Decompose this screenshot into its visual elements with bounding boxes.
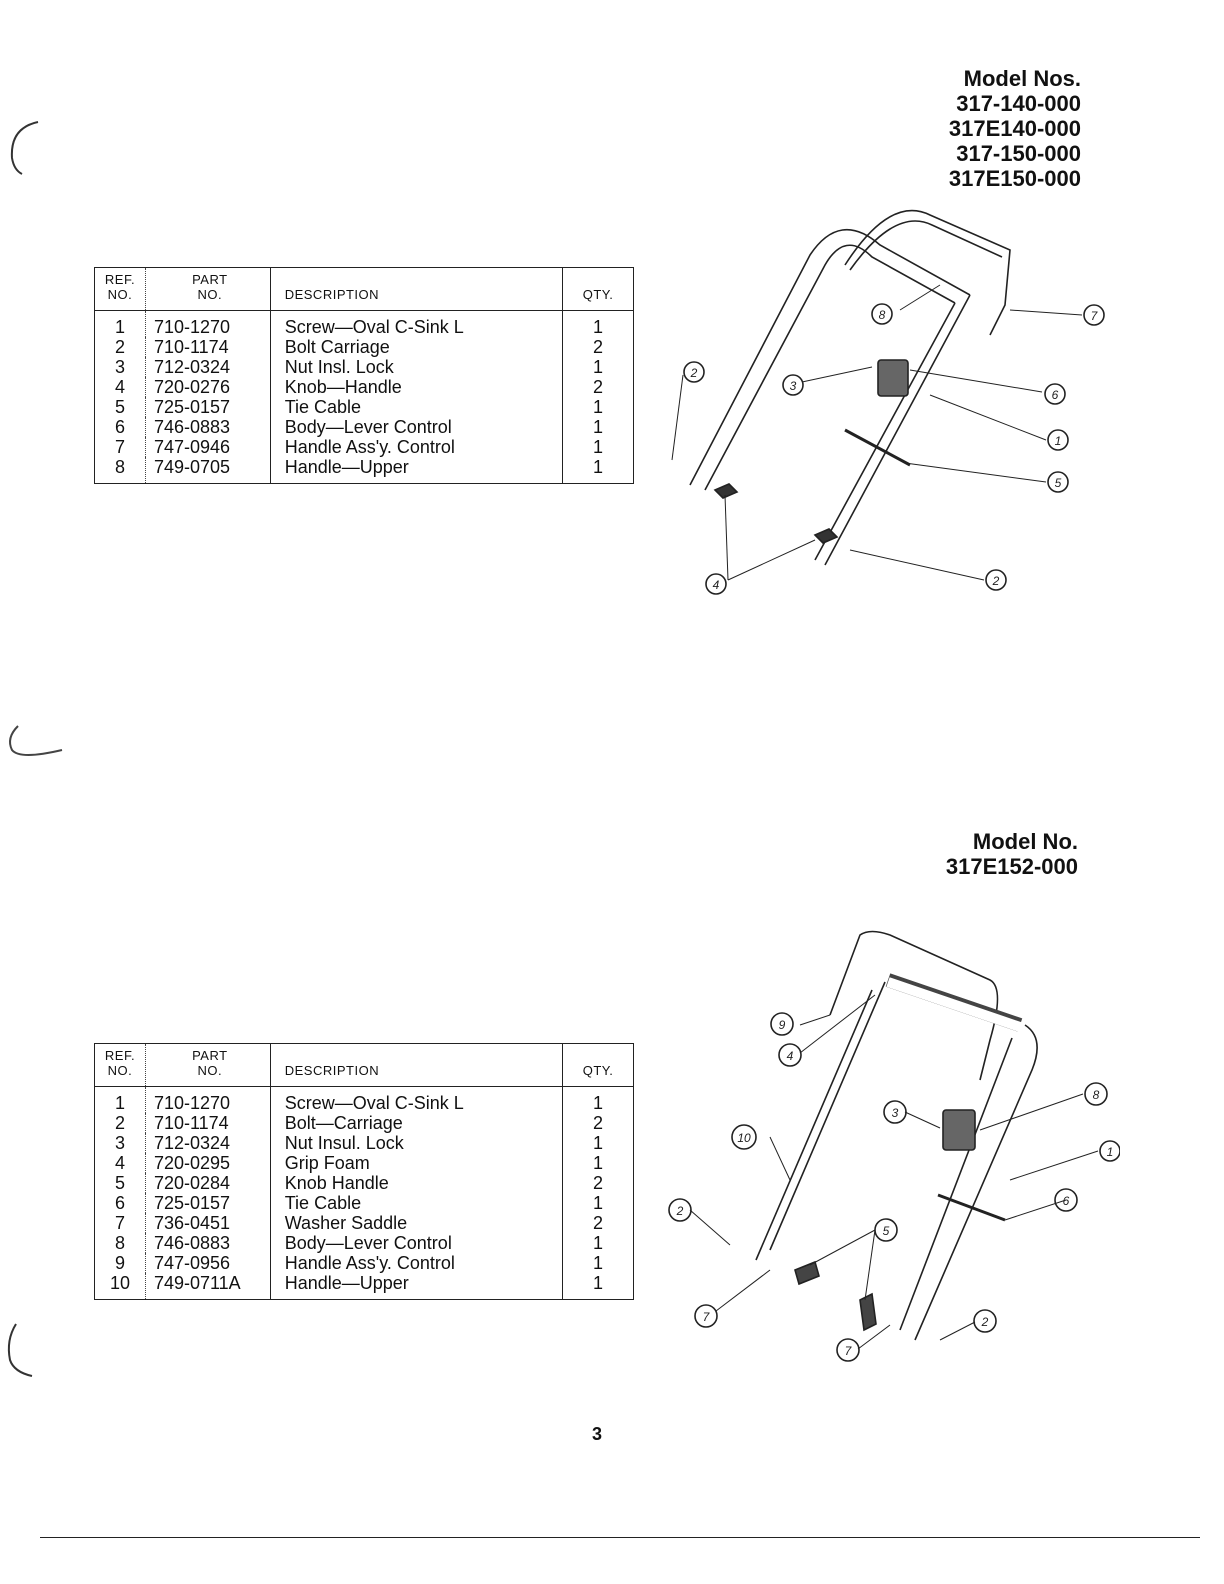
svg-text:5: 5 bbox=[1055, 476, 1062, 490]
callout: 6 bbox=[1044, 383, 1066, 405]
lever-control-body bbox=[877, 359, 909, 397]
callout: 2 bbox=[973, 1309, 997, 1333]
knob bbox=[813, 528, 839, 544]
model-number: 317E140-000 bbox=[948, 116, 1081, 141]
handle-assembly-diagram-1: 8 7 2 3 6 1 5 4 2 bbox=[671, 209, 1105, 595]
svg-text:4: 4 bbox=[787, 1049, 794, 1063]
callout: 10 bbox=[731, 1124, 757, 1150]
svg-text:6: 6 bbox=[1063, 1194, 1070, 1208]
svg-text:2: 2 bbox=[981, 1315, 989, 1329]
tie-cable bbox=[844, 428, 911, 467]
model-number: 317-140-000 bbox=[956, 91, 1081, 116]
callout: 1 bbox=[1047, 429, 1069, 451]
callout: 1 bbox=[1099, 1140, 1120, 1162]
knob bbox=[713, 483, 739, 499]
callout: 6 bbox=[1054, 1188, 1078, 1212]
knob bbox=[859, 1292, 877, 1332]
svg-text:6: 6 bbox=[1052, 388, 1059, 402]
callout: 7 bbox=[1083, 304, 1105, 326]
bottom-rule bbox=[40, 1537, 1200, 1538]
svg-text:5: 5 bbox=[883, 1224, 890, 1238]
svg-text:2: 2 bbox=[676, 1204, 684, 1218]
callout: 2 bbox=[683, 361, 705, 383]
model-number: 317E150-000 bbox=[948, 166, 1081, 191]
qty-header: QTY. bbox=[562, 267, 634, 311]
callout: 4 bbox=[778, 1043, 802, 1067]
control-handle bbox=[844, 209, 1011, 336]
binding-mark bbox=[7, 1323, 33, 1377]
callout: 2 bbox=[985, 569, 1007, 591]
description-header: DESCRIPTION bbox=[270, 267, 564, 311]
model-heading-2: Model No. 317E152-000 bbox=[946, 829, 1078, 879]
binding-mark bbox=[9, 725, 63, 756]
model-heading-1: Model Nos. 317-140-000 317E140-000 317-1… bbox=[949, 66, 1081, 191]
svg-text:4: 4 bbox=[713, 578, 720, 592]
svg-text:1: 1 bbox=[1107, 1145, 1114, 1159]
svg-text:9: 9 bbox=[779, 1018, 786, 1032]
callout: 8 bbox=[1084, 1082, 1108, 1106]
svg-text:2: 2 bbox=[992, 574, 1000, 588]
ref-no-header: REF.NO. bbox=[94, 267, 146, 311]
upper-handle-tube bbox=[769, 981, 886, 1251]
callout: 3 bbox=[883, 1100, 907, 1124]
callout: 9 bbox=[770, 1012, 794, 1036]
callout: 7 bbox=[694, 1304, 718, 1328]
svg-text:3: 3 bbox=[892, 1106, 899, 1120]
qty-header: QTY. bbox=[562, 1043, 634, 1087]
svg-text:3: 3 bbox=[790, 379, 797, 393]
model-label: Model Nos. bbox=[963, 66, 1081, 91]
svg-text:2: 2 bbox=[690, 366, 698, 380]
page-number: 3 bbox=[592, 1424, 603, 1444]
model-number: 317E152-000 bbox=[945, 854, 1078, 879]
knob bbox=[794, 1260, 820, 1286]
callout: 7 bbox=[836, 1338, 860, 1362]
callout: 5 bbox=[874, 1218, 898, 1242]
model-label: Model No. bbox=[972, 829, 1078, 854]
ref-no-header: REF.NO. bbox=[94, 1043, 146, 1087]
callout: 4 bbox=[705, 573, 727, 595]
model-number: 317-150-000 bbox=[956, 141, 1081, 166]
svg-text:1: 1 bbox=[1055, 434, 1062, 448]
handle-assembly-diagram-2: 9 4 8 3 1 10 6 5 2 7 7 2 bbox=[668, 930, 1120, 1362]
description-header: DESCRIPTION bbox=[270, 1043, 564, 1087]
svg-text:8: 8 bbox=[879, 308, 886, 322]
svg-text:7: 7 bbox=[1091, 309, 1099, 323]
svg-text:7: 7 bbox=[703, 1310, 711, 1324]
svg-text:10: 10 bbox=[737, 1131, 751, 1145]
tie-cable bbox=[937, 1193, 1006, 1222]
upper-handle-tube bbox=[689, 229, 971, 486]
callout: 2 bbox=[668, 1198, 692, 1222]
svg-text:8: 8 bbox=[1093, 1088, 1100, 1102]
svg-text:7: 7 bbox=[845, 1344, 853, 1358]
lever-control-body bbox=[942, 1109, 976, 1151]
callout: 5 bbox=[1047, 471, 1069, 493]
binding-mark bbox=[10, 121, 39, 175]
callout: 3 bbox=[782, 374, 804, 396]
callout: 8 bbox=[871, 303, 893, 325]
